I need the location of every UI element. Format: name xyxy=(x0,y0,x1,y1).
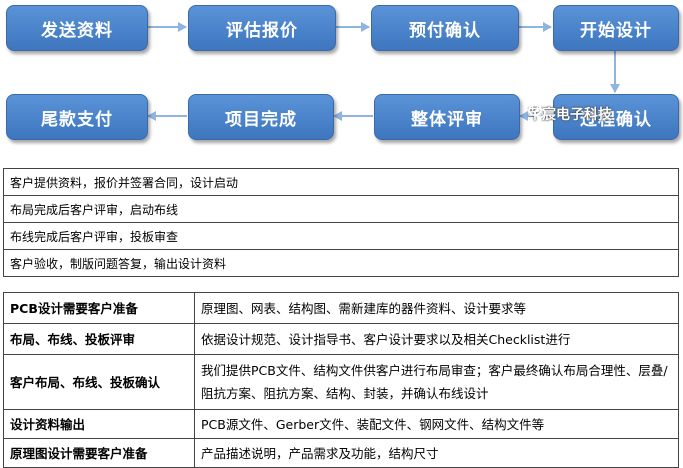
row-value: 产品描述说明，产品需求及功能，结构尺寸 xyxy=(194,438,679,468)
row-label: 客户布局、布线、投板确认 xyxy=(3,354,195,410)
wechat-icon xyxy=(528,104,546,118)
requirements-table: PCB设计需要客户准备 原理图、网表、结构图、需新建库的器件资料、设计要求等 布… xyxy=(3,292,679,468)
flow-step-send-materials: 发送资料 xyxy=(6,5,148,51)
step-description-table: 客户提供资料，报价并签署合同，设计启动 布局完成后客户评审，启动布线 布线完成后… xyxy=(3,168,679,277)
table-row: 原理图设计需要客户准备 产品描述说明，产品需求及功能，结构尺寸 xyxy=(3,438,679,468)
flow-step-project-complete: 项目完成 xyxy=(188,94,334,140)
table-row: 客户验收，制版问题答复，输出设计资料 xyxy=(3,249,679,277)
table-row: 布局、布线、投板评审 依据设计规范、设计指导书、客户设计要求以及相关Checkl… xyxy=(3,323,679,355)
row-value: 原理图、网表、结构图、需新建库的器件资料、设计要求等 xyxy=(194,292,679,324)
table-row: 布局完成后客户评审，启动布线 xyxy=(3,195,679,223)
table-row: 客户布局、布线、投板确认 我们提供PCB文件、结构文件供客户进行布局审查；客户最… xyxy=(3,354,679,410)
row-label: 原理图设计需要客户准备 xyxy=(3,438,195,468)
flow-step-evaluate-quote: 评估报价 xyxy=(188,5,336,51)
table-cell: 客户验收，制版问题答复，输出设计资料 xyxy=(3,249,679,277)
flow-step-overall-review: 整体评审 xyxy=(374,94,520,140)
table-row: 布线完成后客户评审，投板审查 xyxy=(3,222,679,250)
table-row: PCB设计需要客户准备 原理图、网表、结构图、需新建库的器件资料、设计要求等 xyxy=(3,292,679,324)
watermark-text: 芊宸电子科技 xyxy=(528,107,612,123)
row-label: PCB设计需要客户准备 xyxy=(3,292,195,324)
table-cell: 布局完成后客户评审，启动布线 xyxy=(3,195,679,223)
watermark: 芊宸电子科技 xyxy=(528,103,612,125)
flow-step-prepayment-confirm: 预付确认 xyxy=(371,5,519,51)
row-value: PCB源文件、Gerber文件、装配文件、钢网文件、结构文件等 xyxy=(194,409,679,439)
table-row: 设计资料输出 PCB源文件、Gerber文件、装配文件、钢网文件、结构文件等 xyxy=(3,409,679,439)
process-flow-diagram: 发送资料 评估报价 预付确认 开始设计 过程确认 整体评审 项目完成 尾款支付 … xyxy=(0,0,683,160)
flow-step-start-design: 开始设计 xyxy=(553,5,679,51)
row-value: 我们提供PCB文件、结构文件供客户进行布局审查；客户最终确认布局合理性、层叠/阻… xyxy=(194,354,679,410)
row-label: 布局、布线、投板评审 xyxy=(3,323,195,355)
row-value: 依据设计规范、设计指导书、客户设计要求以及相关Checklist进行 xyxy=(194,323,679,355)
table-cell: 客户提供资料，报价并签署合同，设计启动 xyxy=(3,168,679,196)
table-cell: 布线完成后客户评审，投板审查 xyxy=(3,222,679,250)
row-label: 设计资料输出 xyxy=(3,409,195,439)
flow-step-process-confirm: 过程确认 xyxy=(553,94,679,140)
flow-step-final-payment: 尾款支付 xyxy=(6,94,148,140)
table-row: 客户提供资料，报价并签署合同，设计启动 xyxy=(3,168,679,196)
